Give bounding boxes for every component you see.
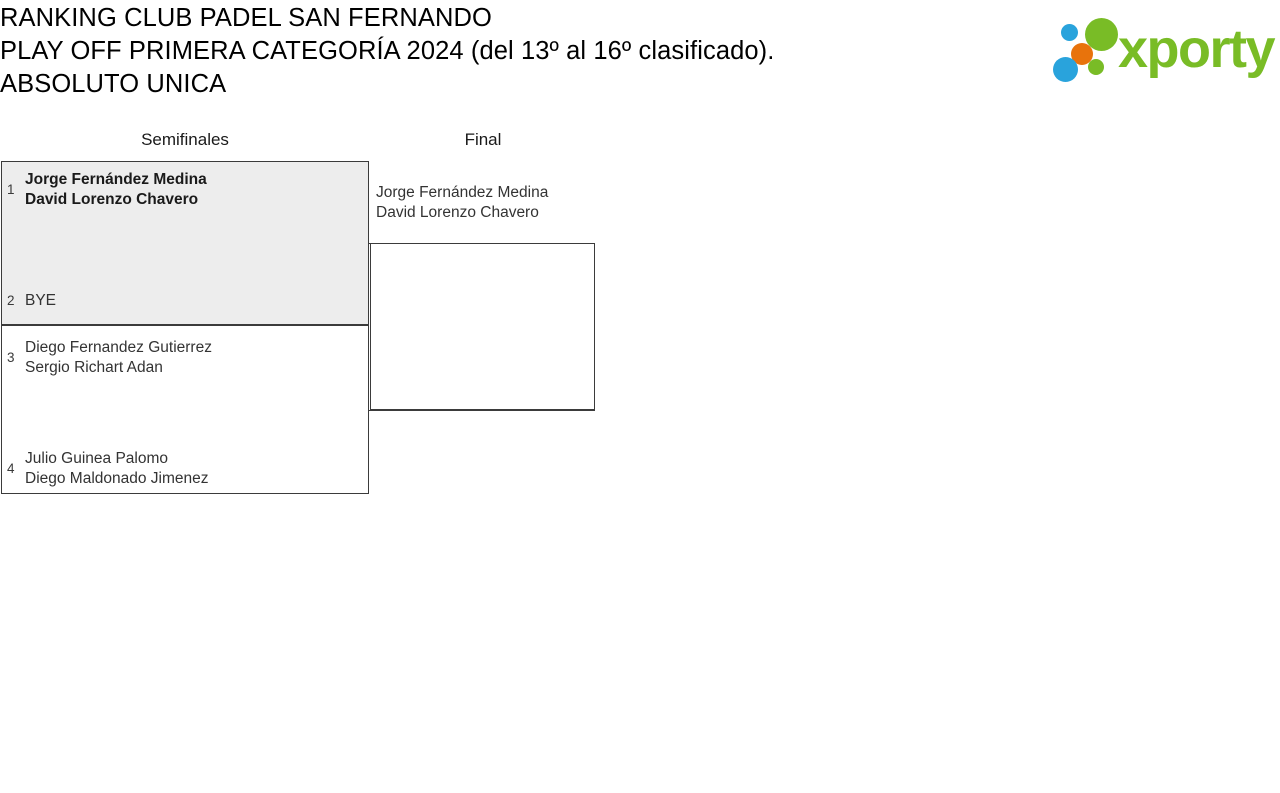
logo-dots-icon: [1050, 14, 1122, 88]
logo-dot-blue-large-icon: [1053, 57, 1078, 82]
tournament-title: RANKING CLUB PADEL SAN FERNANDO PLAY OFF…: [0, 2, 900, 101]
seed-number: 2: [7, 292, 15, 308]
xporty-logo: xporty: [1050, 14, 1278, 88]
team-players: BYE: [25, 291, 56, 311]
logo-dot-blue-small-icon: [1061, 24, 1078, 41]
logo-dot-green-small-icon: [1088, 59, 1104, 75]
tournament-bracket: Semifinales Final 1 Jorge Fernández Medi…: [0, 118, 1280, 518]
round-header-semifinals: Semifinales: [141, 130, 229, 149]
player-name: Diego Maldonado Jimenez: [25, 469, 209, 487]
team-slot-seed-1[interactable]: 1 Jorge Fernández Medina David Lorenzo C…: [7, 170, 207, 209]
match-final[interactable]: [370, 243, 595, 410]
player-name: BYE: [25, 292, 57, 309]
player-name: Julio Guinea Palomo: [25, 450, 169, 467]
team-players: Julio Guinea Palomo Diego Maldonado Jime…: [25, 449, 209, 488]
match-semifinal-2[interactable]: [1, 325, 369, 494]
title-line-2: PLAY OFF PRIMERA CATEGORÍA 2024 (del 13º…: [0, 37, 775, 65]
player-name: Jorge Fernández Medina: [25, 171, 207, 188]
seed-number: 1: [7, 181, 15, 197]
player-name: Jorge Fernández Medina: [376, 184, 549, 201]
player-name: Diego Fernandez Gutierrez: [25, 339, 212, 356]
title-line-1: RANKING CLUB PADEL SAN FERNANDO: [0, 4, 492, 32]
player-name: Sergio Richart Adan: [25, 358, 163, 376]
team-players: Jorge Fernández Medina David Lorenzo Cha…: [376, 183, 548, 222]
match-semifinal-1[interactable]: [1, 161, 369, 325]
seed-number: 3: [7, 349, 15, 365]
round-header-final: Final: [464, 130, 502, 149]
seed-number: 4: [7, 460, 15, 476]
logo-dot-orange-icon: [1071, 43, 1093, 65]
title-line-3: ABSOLUTO UNICA: [0, 70, 227, 98]
team-players: Jorge Fernández Medina David Lorenzo Cha…: [25, 170, 207, 209]
player-name: David Lorenzo Chavero: [376, 203, 539, 221]
team-slot-seed-3[interactable]: 3 Diego Fernandez Gutierrez Sergio Richa…: [7, 338, 212, 377]
team-slot-final-advancing[interactable]: Jorge Fernández Medina David Lorenzo Cha…: [376, 183, 548, 222]
player-name: David Lorenzo Chavero: [25, 190, 199, 208]
page-header: RANKING CLUB PADEL SAN FERNANDO PLAY OFF…: [0, 0, 1280, 105]
team-slot-seed-4[interactable]: 4 Julio Guinea Palomo Diego Maldonado Ji…: [7, 449, 209, 488]
logo-wordmark: xporty: [1118, 19, 1276, 79]
bracket-connector-bottom: [369, 410, 595, 411]
team-slot-seed-2[interactable]: 2 BYE: [7, 291, 56, 311]
logo-dot-green-large-icon: [1085, 18, 1118, 51]
team-players: Diego Fernandez Gutierrez Sergio Richart…: [25, 338, 212, 377]
